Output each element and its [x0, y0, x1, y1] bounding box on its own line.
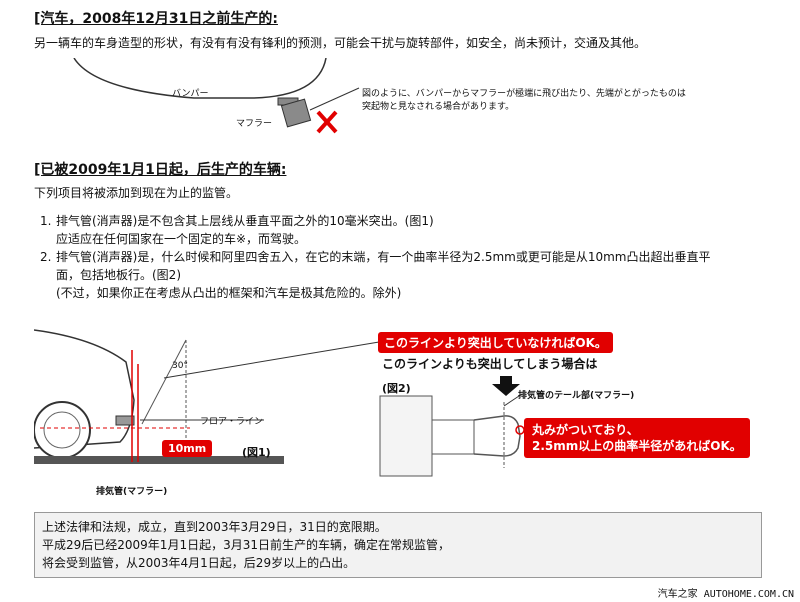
section2-heading: [已被2009年1月1日起，后生产的车辆:	[34, 162, 287, 178]
list-item: 2. 排气管(消声器)是，什么时候和阿里四舍五入，在它的末端，有一个曲率半径为2…	[40, 250, 711, 300]
protrusion-diagram	[34, 329, 525, 477]
paren-note: (不过，如果你正在考虑从凸出的框架和汽车是极其危险的。除外)	[56, 286, 402, 300]
bumper-label: バンパー	[172, 89, 209, 99]
bumper-muffler-illustration	[73, 58, 360, 134]
ok-line-callout: このラインより突出していなければOK。	[378, 332, 613, 353]
exhaust-pipe-label: 排気管(マフラー)	[96, 487, 168, 497]
cross-icon	[316, 110, 338, 134]
fig1-label: (図1)	[242, 446, 271, 459]
tail-pipe-label: 排気管のテール部(マフラー)	[518, 391, 635, 401]
regulation-list: 1. 排气管(消声器)是不包含其上层线从垂直平面之外的10毫米突出。(图1) 应…	[40, 212, 710, 302]
regulation-notes: 上述法律和法规，成立，直到2003年3月29日，31日的宽限期。 平成29后已经…	[34, 512, 762, 578]
radius-ok-callout: 丸みがついており、 2.5mm以上の曲率半径があればOK。	[524, 418, 750, 458]
bumper-note-line1: 図のように、バンパーからマフラーが極端に飛び出たり、先端がとがったものは	[362, 89, 686, 99]
bumper-note-line2: 突起物と見なされる場合があります。	[362, 102, 515, 112]
watermark: 汽车之家 AUTOHOME.COM.CN	[657, 589, 794, 600]
section2-intro: 下列项目将被添加到现在为止的监管。	[34, 186, 239, 200]
floor-line-label: フロア・ライン	[200, 417, 264, 427]
arrow-down-icon	[492, 376, 520, 396]
dimension-10mm: 10mm	[162, 440, 213, 457]
ng-line-text: このラインよりも突出してしまう場合は	[382, 357, 598, 371]
angle-label: 30°	[172, 361, 188, 371]
list-item: 1. 排气管(消声器)是不包含其上层线从垂直平面之外的10毫米突出。(图1) 应…	[40, 214, 434, 246]
section1-heading: [汽车，2008年12月31日之前生产的:	[34, 11, 278, 27]
section1-description: 另一辆车的车身造型的形状，有没有有没有锋利的预测，可能会干扰与旋转部件，如安全，…	[34, 36, 647, 50]
fig2-label: (図2)	[382, 382, 411, 395]
muffler-label: マフラー	[236, 119, 273, 129]
